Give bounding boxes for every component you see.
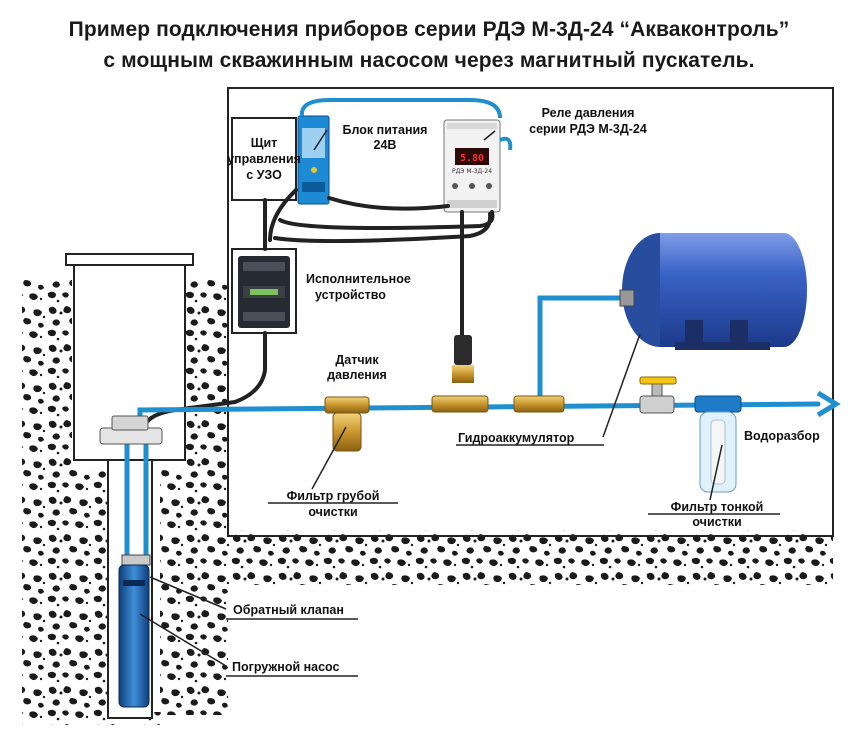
label-actuator-line-2: устройство bbox=[315, 288, 386, 302]
relay-display-readout: 5.80 bbox=[460, 153, 484, 164]
label-sensor-line-2: давления bbox=[327, 368, 387, 382]
control-panel bbox=[231, 117, 297, 201]
pressure-relay-device: 5.80 РДЭ М-3Д-24 bbox=[443, 119, 501, 213]
label-sensor-line-1: Датчик bbox=[335, 353, 379, 367]
coarse-filter bbox=[324, 396, 370, 452]
outlet-arrow bbox=[816, 390, 841, 418]
label-accumulator: Гидроаккумулятор bbox=[458, 431, 575, 445]
label-panel-line-1: Щит bbox=[251, 136, 278, 150]
callout-lines bbox=[139, 129, 723, 667]
house-wall bbox=[227, 87, 834, 537]
submersible-pump bbox=[118, 564, 150, 708]
relay-model-text: РДЭ М-3Д-24 bbox=[452, 168, 492, 175]
label-relay-line-2: серии РДЭ М-3Д-24 bbox=[529, 122, 647, 136]
fine-filter bbox=[694, 395, 742, 493]
diagram-title-line-1: Пример подключения приборов серии РДЭ М-… bbox=[68, 18, 790, 41]
power-cables bbox=[143, 188, 495, 427]
check-valve bbox=[121, 554, 151, 566]
label-panel-line-2: управления bbox=[227, 152, 301, 166]
ground-soil bbox=[22, 280, 833, 725]
magnetic-starter bbox=[231, 248, 297, 334]
label-outlet: Водоразбор bbox=[744, 429, 820, 443]
label-check-valve: Обратный клапан bbox=[233, 603, 344, 617]
accumulator-tee bbox=[513, 395, 565, 413]
well-head bbox=[99, 415, 163, 445]
label-relay-line-1: Реле давления bbox=[542, 106, 635, 120]
label-pump: Погружной насос bbox=[232, 660, 340, 674]
power-supply-unit bbox=[297, 115, 330, 205]
signal-cable bbox=[299, 98, 502, 119]
label-fine-filter-line-1: Фильтр тонкой bbox=[671, 500, 764, 514]
diagram-title-line-2: с мощным скважинным насосом через магнит… bbox=[103, 49, 755, 72]
label-coarse-filter-line-2: очистки bbox=[308, 505, 357, 519]
pressure-sensor bbox=[431, 335, 489, 413]
label-fine-filter-line-2: очистки bbox=[692, 515, 741, 529]
label-coarse-filter-line-1: Фильтр грубой bbox=[287, 489, 380, 503]
ball-valve bbox=[639, 376, 677, 414]
label-panel-line-3: с УЗО bbox=[246, 168, 282, 182]
label-psu-line-2: 24В bbox=[374, 138, 397, 152]
label-psu-line-1: Блок питания bbox=[343, 123, 428, 137]
label-underlines bbox=[226, 444, 780, 677]
hydraulic-accumulator bbox=[619, 233, 807, 350]
label-actuator-line-1: Исполнительное bbox=[306, 272, 411, 286]
